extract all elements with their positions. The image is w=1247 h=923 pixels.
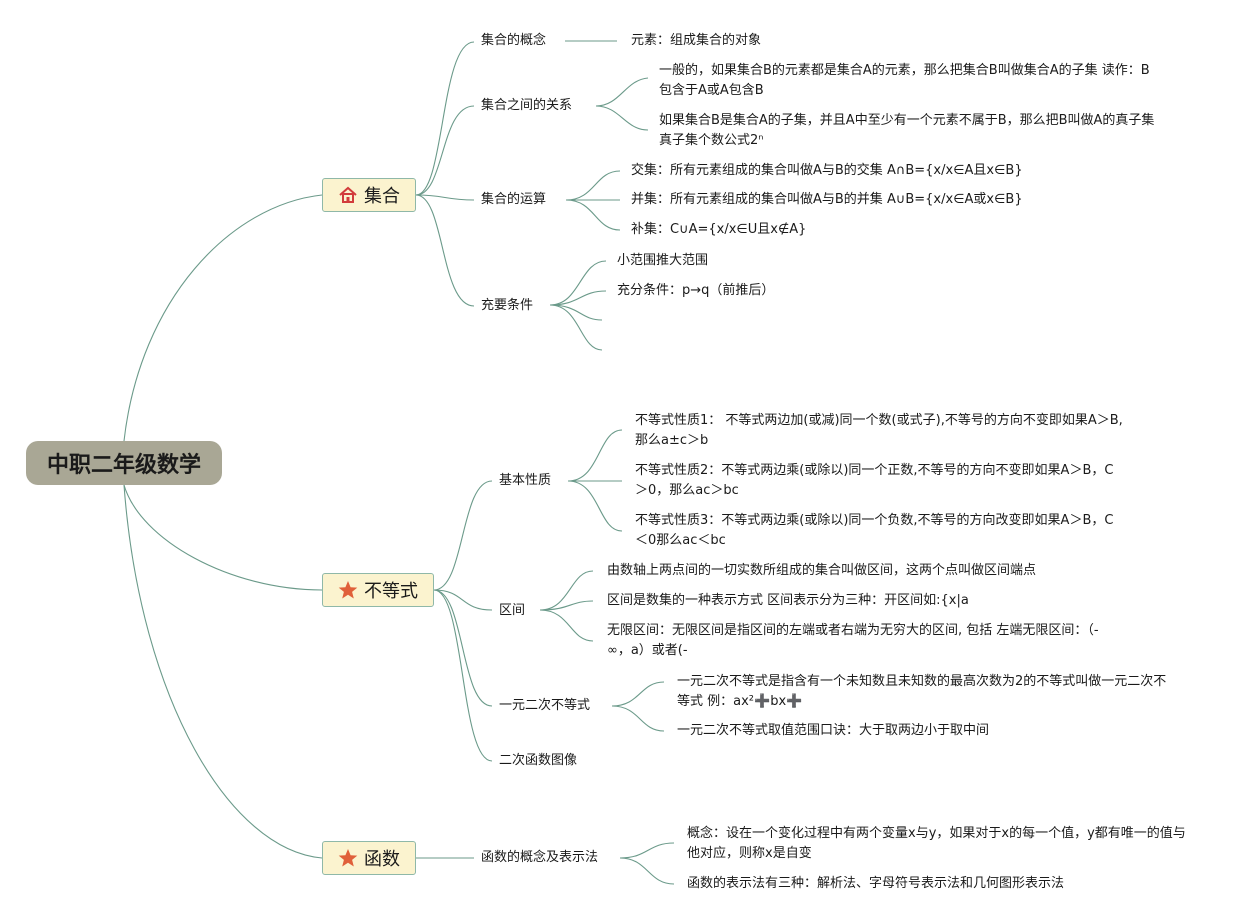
subtopic-inequality-interval[interactable]: 区间 [499,603,526,618]
leaf-set-complement[interactable]: 补集：C∪A={x/x∈U且x∉A} [631,222,807,237]
topic-inequality-label: 不等式 [364,581,418,602]
subtopic-inequality-graph[interactable]: 二次函数图像 [499,753,578,768]
root-topic[interactable]: 中职二年级数学 [26,441,222,485]
leaf-function-representation[interactable]: 函数的表示法有三种：解析法、字母符号表示法和几何图形表示法 [687,876,1065,891]
topic-set-label: 集合 [364,186,400,207]
leaf-interval-2[interactable]: 区间是数集的一种表示方式 区间表示分为三种：开区间如:{x|a [607,593,969,608]
subtopic-set-condition[interactable]: 充要条件 [481,298,534,313]
leaf-quadratic-2[interactable]: 一元二次不等式取值范围口诀：大于取两边小于取中间 [677,723,990,738]
star-icon [338,581,358,599]
leaf-set-subset[interactable]: 一般的，如果集合B的元素都是集合A的元素，那么把集合B叫做集合A的子集 读作：B… [659,63,1150,98]
subtopic-inequality-quadratic[interactable]: 一元二次不等式 [499,698,591,713]
topic-inequality[interactable]: 不等式 [322,573,434,607]
leaf-set-intersection[interactable]: 交集：所有元素组成的集合叫做A与B的交集 A∩B={x/x∈A且x∈B} [631,163,1023,178]
subtopic-set-operation[interactable]: 集合的运算 [481,192,547,207]
subtopic-inequality-basic[interactable]: 基本性质 [499,473,552,488]
topic-function-label: 函数 [364,849,400,870]
home-icon [339,186,357,203]
leaf-set-proper-subset[interactable]: 如果集合B是集合A的子集，并且A中至少有一个元素不属于B，那么把B叫做A的真子集… [659,113,1155,148]
leaf-condition-2[interactable]: 充分条件：p→q（前推后） [617,283,775,298]
star-icon [338,849,358,867]
subtopic-set-concept[interactable]: 集合的概念 [481,33,547,48]
leaf-interval-1[interactable]: 由数轴上两点间的一切实数所组成的集合叫做区间，这两个点叫做区间端点 [607,563,1037,578]
leaf-inequality-property-3[interactable]: 不等式性质3：不等式两边乘(或除以)同一个负数,不等号的方向改变即如果A＞B，C… [635,513,1114,548]
leaf-condition-1[interactable]: 小范围推大范围 [617,253,709,268]
leaf-inequality-property-1[interactable]: 不等式性质1： 不等式两边加(或减)同一个数(或式子),不等号的方向不变即如果A… [635,413,1123,448]
subtopic-set-relation[interactable]: 集合之间的关系 [481,98,573,113]
leaf-inequality-property-2[interactable]: 不等式性质2：不等式两边乘(或除以)同一个正数,不等号的方向不变即如果A＞B，C… [635,463,1114,498]
leaf-quadratic-1[interactable]: 一元二次不等式是指含有一个未知数且未知数的最高次数为2的不等式叫做一元二次不等式… [677,674,1167,709]
topic-set[interactable]: 集合 [322,178,416,212]
leaf-interval-3[interactable]: 无限区间：无限区间是指区间的左端或者右端为无穷大的区间, 包括 左端无限区间：（… [607,623,1099,658]
leaf-set-union[interactable]: 并集：所有元素组成的集合叫做A与B的并集 A∪B={x/x∈A或x∈B} [631,192,1023,207]
topic-function[interactable]: 函数 [322,841,416,875]
leaf-function-concept[interactable]: 概念：设在一个变化过程中有两个变量x与y，如果对于x的每一个值，y都有唯一的值与… [687,826,1186,861]
leaf-set-element[interactable]: 元素：组成集合的对象 [631,33,762,48]
subtopic-function-concept[interactable]: 函数的概念及表示法 [481,850,599,865]
